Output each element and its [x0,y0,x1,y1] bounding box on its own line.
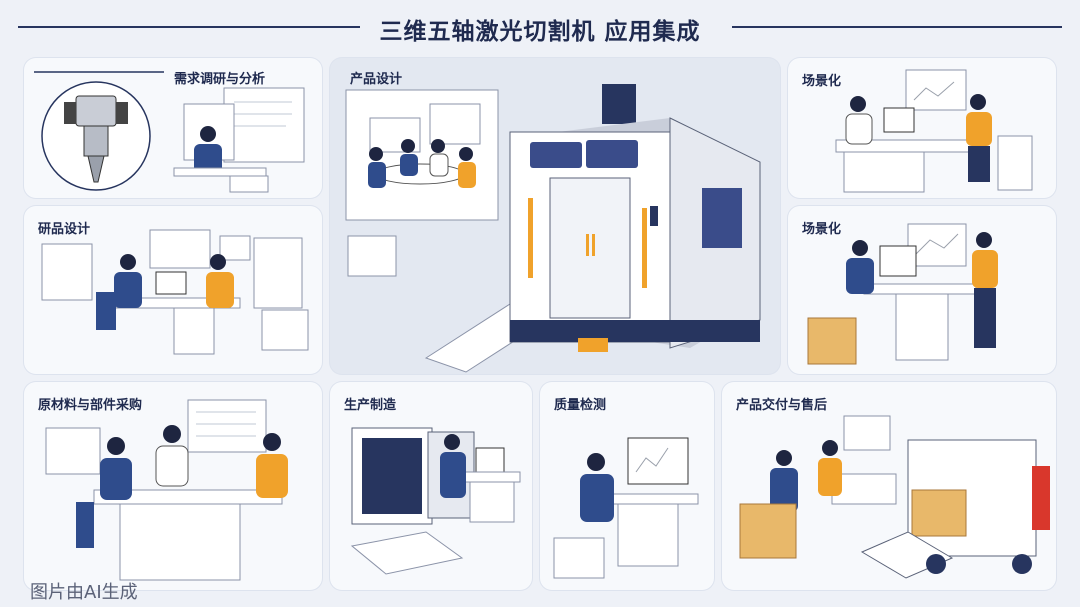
laser-cutter-machine-illustration [345,84,761,373]
panel-procurement-label: 原材料与部件采购 [38,398,143,413]
panel-research: 需求调研与分析 [24,58,322,198]
page-title: 三维五轴激光切割机 应用集成 [379,19,701,45]
researcher-head [200,126,216,142]
delivery-illustration [739,415,1050,579]
page-header: 三维五轴激光切割机 应用集成 [0,0,1080,54]
machine-window-left [530,142,582,168]
header-rule-left [18,26,360,28]
panel-scene-1: 场景化 [788,58,1056,198]
panel-rd-design-label: 研品设计 [38,222,91,237]
research-illustration [34,71,305,193]
panel-scene-2: 场景化 [788,206,1056,374]
ai-generated-note: 图片由AI生成 [30,582,138,603]
panel-product-design: 产品设计 [330,58,780,374]
rd-design-illustration [41,229,309,355]
machine-window-right [586,140,638,168]
scene-1-illustration [835,69,1033,193]
procurement-illustration [45,399,288,581]
panel-scene-2-label: 场景化 [802,222,842,237]
panel-quality: 质量检测 [540,382,714,590]
panel-manufacturing: 生产制造 [330,382,532,590]
panel-research-label: 需求调研与分析 [174,72,266,87]
panel-delivery-label: 产品交付与售后 [736,398,828,413]
panel-manufacturing-label: 生产制造 [344,398,397,413]
panel-delivery: 产品交付与售后 [722,382,1056,590]
panel-product-design-label: 产品设计 [350,72,403,87]
manufacturing-illustration [350,427,521,575]
scene-2-illustration [807,223,998,365]
panel-procurement: 原材料与部件采购 [24,382,322,590]
panel-rd-design: 研品设计 [24,206,322,374]
cargo-boxes-icon [739,503,797,559]
panel-quality-label: 质量检测 [554,398,607,413]
quality-illustration [553,437,699,579]
panel-scene-1-label: 场景化 [802,74,842,89]
header-rule-right [732,26,1062,28]
control-panel-icon [650,206,658,226]
